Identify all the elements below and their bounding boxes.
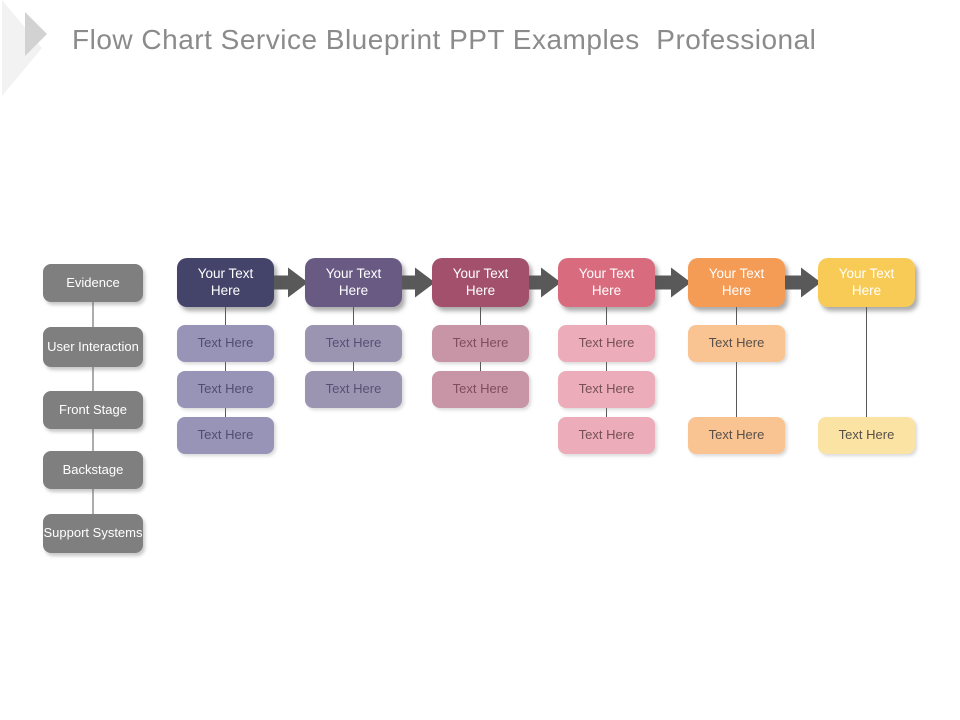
flow-sub-column-5-row3: Text Here xyxy=(688,417,785,454)
flow-header-column-5: Your Text Here xyxy=(688,258,785,307)
flow-sub-column-6-row3: Text Here xyxy=(818,417,915,454)
flow-sub-column-5-row1: Text Here xyxy=(688,325,785,362)
sidebar-box-user-interaction: User Interaction xyxy=(43,327,143,367)
chevron-outer-shape xyxy=(2,0,42,96)
flow-header-column-4: Your Text Here xyxy=(558,258,655,307)
flow-sub-column-3-row1: Text Here xyxy=(432,325,529,362)
flow-arrow-icon xyxy=(397,267,435,298)
flow-header-column-2: Your Text Here xyxy=(305,258,402,307)
page-title: Flow Chart Service Blueprint PPT Example… xyxy=(72,24,817,55)
flow-sub-column-4-row2: Text Here xyxy=(558,371,655,408)
flow-sub-column-4-row1: Text Here xyxy=(558,325,655,362)
flow-arrow-icon xyxy=(650,267,691,298)
flow-header-column-1: Your Text Here xyxy=(177,258,274,307)
chevron-right-icon xyxy=(2,0,47,96)
chevron-inner-shape xyxy=(25,12,47,56)
flow-arrow-icon xyxy=(269,267,308,298)
flow-sub-column-3-row2: Text Here xyxy=(432,371,529,408)
flow-sub-column-1-row3: Text Here xyxy=(177,417,274,454)
sidebar-box-front-stage: Front Stage xyxy=(43,391,143,429)
flow-sub-column-1-row1: Text Here xyxy=(177,325,274,362)
flow-sub-column-1-row2: Text Here xyxy=(177,371,274,408)
flow-header-column-3: Your Text Here xyxy=(432,258,529,307)
flow-sub-column-2-row1: Text Here xyxy=(305,325,402,362)
flow-sub-column-4-row3: Text Here xyxy=(558,417,655,454)
flow-arrow-icon xyxy=(780,267,821,298)
flow-arrow-icon xyxy=(524,267,561,298)
sidebar-box-evidence: Evidence xyxy=(43,264,143,302)
sidebar-box-support-systems: Support Systems xyxy=(43,514,143,553)
flow-sub-column-2-row2: Text Here xyxy=(305,371,402,408)
sidebar-box-backstage: Backstage xyxy=(43,451,143,489)
flow-header-column-6: Your Text Here xyxy=(818,258,915,307)
